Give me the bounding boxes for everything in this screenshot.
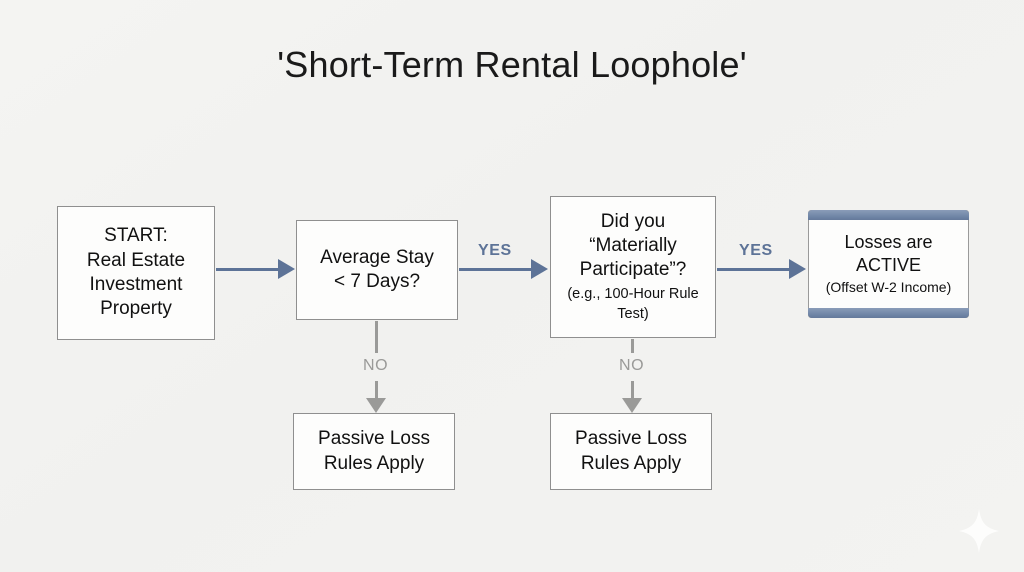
outcome-passive-loss-left: Passive Loss Rules Apply	[293, 413, 455, 499]
decision-participate-sub-2: Test)	[617, 306, 649, 323]
decision-participate-line-1: Did you	[600, 210, 666, 232]
edge-label-stay-yes: YES	[478, 242, 512, 259]
decision-participate-line-3: Participate”?	[579, 259, 687, 281]
decision-participate-line-2: “Materially	[589, 235, 677, 256]
active-node-bottom-bar	[808, 308, 969, 318]
passive-left-shadow-bar	[296, 488, 454, 499]
active-node-top-bar	[808, 210, 969, 220]
start-node-line-4: Property	[100, 298, 172, 320]
start-node: START: Real Estate Investment Property	[57, 206, 215, 340]
start-node-line-1: START:	[104, 225, 168, 247]
decision-average-stay-line-2: < 7 Days?	[333, 271, 421, 292]
outcome-active-sub-1: (Offset W-2 Income)	[825, 279, 952, 296]
edge-stay-no-arrowhead	[366, 398, 386, 413]
sparkle-icon	[959, 509, 999, 553]
outcome-active-line-1: Losses are	[844, 232, 933, 253]
passive-right-shadow-bar	[553, 488, 711, 499]
outcome-passive-right-line-1: Passive Loss	[575, 428, 687, 450]
edge-label-participate-yes: YES	[739, 242, 773, 259]
outcome-losses-active: Losses are ACTIVE (Offset W-2 Income)	[808, 210, 969, 318]
edge-participate-no-line-upper	[631, 339, 634, 353]
edge-label-stay-no: NO	[363, 357, 389, 374]
edge-start-to-stay-line	[216, 268, 278, 271]
decision-average-stay: Average Stay < 7 Days?	[296, 220, 458, 320]
decision-materially-participate: Did you “Materially Participate”? (e.g.,…	[550, 196, 716, 338]
decision-average-stay-line-1: Average Stay	[320, 246, 434, 268]
outcome-passive-loss-right: Passive Loss Rules Apply	[550, 413, 712, 499]
edge-participate-yes-arrowhead	[789, 259, 806, 279]
start-node-line-2: Real Estate	[86, 249, 186, 271]
edge-participate-no-line-lower	[631, 381, 634, 399]
edge-stay-no-line-upper	[375, 321, 378, 353]
outcome-passive-right-line-2: Rules Apply	[580, 452, 682, 474]
edge-stay-no-line-lower	[375, 381, 378, 399]
decision-participate-sub-1: (e.g., 100-Hour Rule	[567, 285, 699, 302]
edge-participate-yes-line	[717, 268, 791, 271]
outcome-active-line-2: ACTIVE	[855, 255, 921, 276]
edge-stay-yes-line	[459, 268, 533, 271]
edge-stay-yes-arrowhead	[531, 259, 548, 279]
edge-label-participate-no: NO	[619, 357, 645, 374]
edge-participate-no-arrowhead	[622, 398, 642, 413]
outcome-passive-left-line-2: Rules Apply	[323, 452, 425, 474]
page-title: 'Short-Term Rental Loophole'	[277, 44, 747, 85]
start-node-line-3: Investment	[89, 274, 183, 295]
edge-start-to-stay-arrowhead	[278, 259, 295, 279]
outcome-passive-left-line-1: Passive Loss	[318, 428, 430, 450]
